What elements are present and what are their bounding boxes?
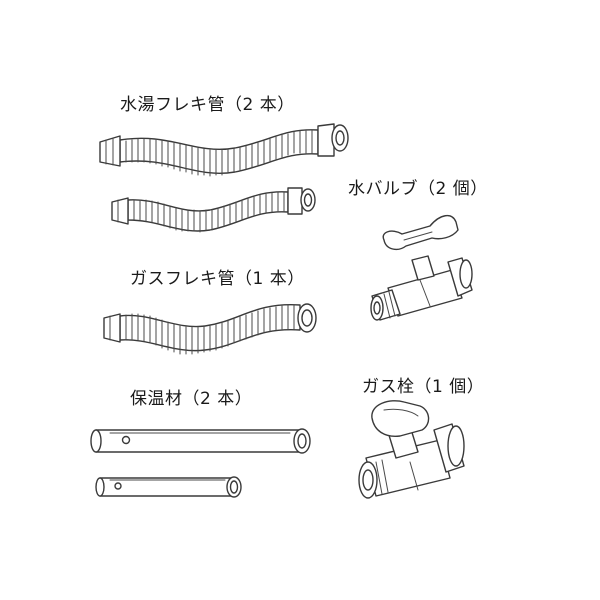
label-insulation: 保温材（2 本） bbox=[130, 389, 253, 409]
hot-water-hose-short bbox=[111, 187, 316, 233]
gas-cock bbox=[358, 400, 465, 499]
gas-hose bbox=[103, 303, 317, 355]
insulation-long bbox=[90, 428, 311, 454]
label-gas-hose: ガスフレキ管（1 本） bbox=[130, 269, 305, 289]
insulation-short bbox=[95, 476, 242, 498]
label-hot-water-hose: 水湯フレキ管（2 本） bbox=[120, 95, 295, 115]
label-gas-cock: ガス栓（1 個） bbox=[362, 377, 485, 397]
water-valve bbox=[370, 215, 473, 321]
label-water-valve: 水バルブ（2 個） bbox=[348, 179, 488, 199]
hot-water-hose-long bbox=[99, 123, 349, 177]
